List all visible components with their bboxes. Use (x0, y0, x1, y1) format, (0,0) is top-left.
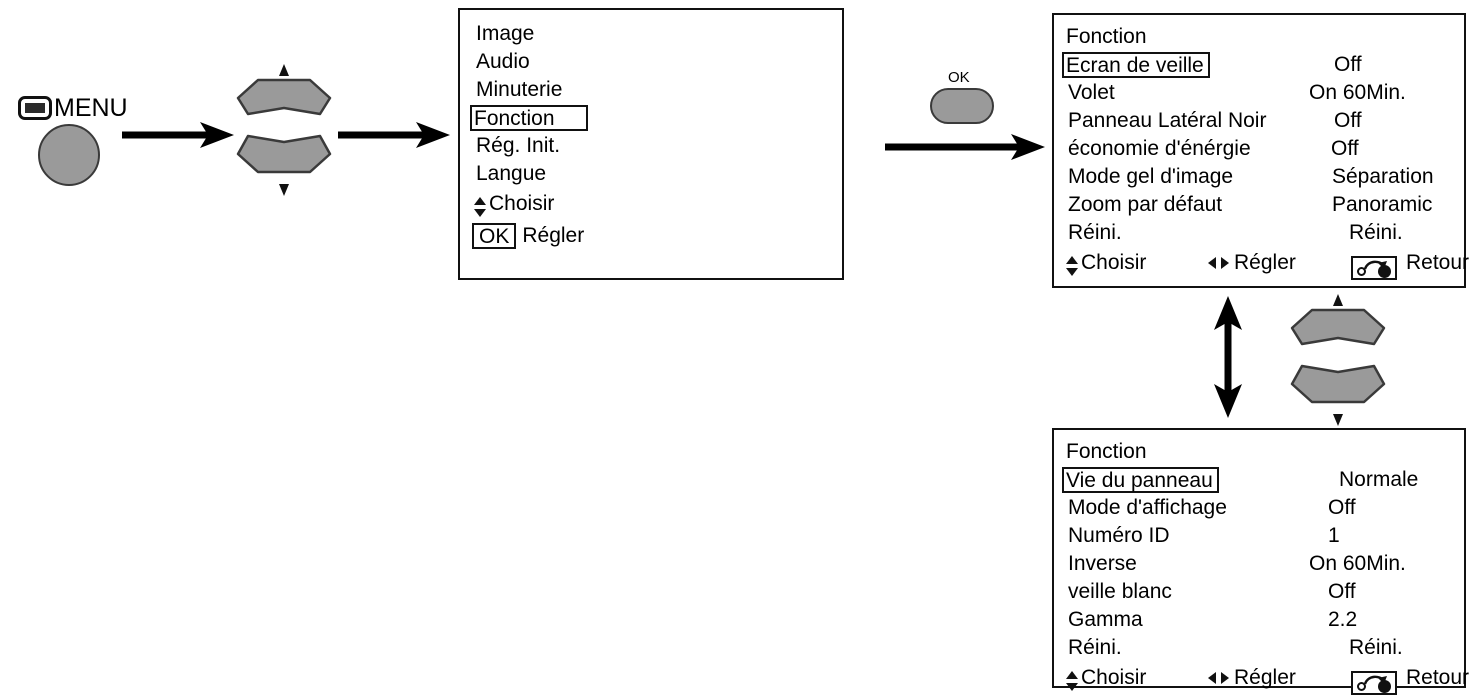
main-menu-item-5[interactable]: Langue (474, 160, 834, 188)
left-right-arrow-icon (1208, 672, 1229, 684)
fonction1-hint-row: Choisir Régler Retour (1066, 247, 1469, 280)
fonction1-row-value: Panoramic (1332, 193, 1433, 216)
fonction2-row-label: veille blanc (1068, 580, 1172, 603)
fonction1-row-3[interactable]: économie d'énérgie Off (1066, 135, 1456, 163)
main-menu-item-label: Rég. Init. (476, 134, 561, 157)
fonction1-row-label: Volet (1068, 81, 1115, 104)
fonction2-row-6[interactable]: Réini. Réini. (1066, 634, 1456, 662)
hint-label-choisir: Choisir (489, 192, 555, 215)
rocker-down-icon (236, 134, 332, 174)
fonction1-row-4[interactable]: Mode gel d'image Séparation (1066, 163, 1456, 191)
fonction1-row-value: Off (1331, 137, 1359, 160)
fonction2-hint-row: Choisir Régler Retour (1066, 662, 1469, 695)
rocker-up-icon (236, 78, 332, 116)
osd-fonction-page-2: Fonction Vie du panneau Normale Mode d'a… (1052, 428, 1469, 695)
fonction1-row-label: Panneau Latéral Noir (1068, 109, 1267, 132)
fonction2-row-4[interactable]: veille blanc Off (1066, 578, 1456, 606)
hint-label-regler: Régler (1234, 251, 1296, 274)
main-menu-item-3-selected[interactable]: Fonction (470, 104, 834, 132)
fonction2-row-label: Mode d'affichage (1068, 496, 1227, 519)
fonction1-row-6[interactable]: Réini. Réini. (1066, 219, 1456, 247)
fonction2-row-value: 2.2 (1328, 608, 1358, 631)
fonction1-row-value: Séparation (1332, 165, 1434, 188)
fonction2-row-value: Off (1328, 580, 1356, 603)
menu-round-button[interactable] (38, 124, 100, 186)
rocker-buttons-2[interactable] (1282, 292, 1394, 432)
fonction2-row-label: Gamma (1068, 608, 1143, 631)
fonction2-row-label: Inverse (1068, 552, 1137, 575)
fonction2-row-label: Numéro ID (1068, 524, 1170, 547)
fonction2-selected-label: Vie du panneau (1062, 467, 1219, 493)
fonction2-row-1[interactable]: Mode d'affichage Off (1066, 494, 1456, 522)
main-menu-item-label: Image (476, 22, 535, 45)
fonction2-row-label: Réini. (1068, 636, 1122, 659)
ok-pill-icon[interactable] (930, 88, 994, 124)
fonction2-row-value: Normale (1339, 468, 1419, 491)
main-menu-hint-row-2: OK Régler (472, 220, 834, 252)
hint-label-choisir: Choisir (1081, 251, 1147, 274)
arrow-right-icon-3 (885, 132, 1045, 167)
fonction1-row-value: Off (1334, 53, 1362, 76)
up-down-arrow-icon (1066, 671, 1078, 691)
fonction2-row-2[interactable]: Numéro ID 1 (1066, 522, 1456, 550)
fonction1-row-label: économie d'énérgie (1068, 137, 1251, 160)
fonction2-row-0[interactable]: Vie du panneau Normale (1062, 466, 1456, 494)
ok-key-label: OK (948, 69, 970, 86)
rocker-buttons-1[interactable] (228, 62, 340, 202)
arrow-up-down-icon (1208, 296, 1248, 423)
main-menu-item-4[interactable]: Rég. Init. (474, 132, 834, 160)
hint-label-retour: Retour (1406, 251, 1470, 274)
fonction1-row-0[interactable]: Ecran de veille Off (1062, 51, 1456, 79)
fonction1-row-label: Zoom par défaut (1068, 193, 1223, 216)
osd-title: Fonction (1066, 25, 1147, 48)
fonction2-row-3[interactable]: Inverse On 60Min. (1066, 550, 1456, 578)
hint-label-regler: Régler (1234, 666, 1296, 689)
osd-fonction-page-1: Fonction Ecran de veille Off Volet On 60… (1052, 13, 1469, 288)
fonction1-row-value: On 60Min. (1309, 81, 1406, 104)
main-menu-item-1[interactable]: Audio (474, 48, 834, 76)
ok-box-icon: OK (472, 223, 517, 249)
osd-title: Fonction (1066, 440, 1147, 463)
menu-key-label: MENU (54, 94, 128, 122)
hint-label-retour: Retour (1406, 666, 1470, 689)
rocker-up-icon (1290, 308, 1386, 346)
osd-main-menu: Image Audio Minuterie Fonction Rég. Init… (458, 8, 844, 280)
arrow-right-icon-1 (122, 120, 234, 155)
hint-label-choisir: Choisir (1081, 666, 1147, 689)
fonction1-row-label: Réini. (1068, 221, 1122, 244)
fonction2-row-value: 1 (1328, 524, 1340, 547)
main-menu-item-label: Minuterie (476, 78, 563, 101)
main-menu-selected-label: Fonction (470, 105, 588, 131)
fonction1-row-2[interactable]: Panneau Latéral Noir Off (1066, 107, 1456, 135)
left-right-arrow-icon (1208, 257, 1229, 269)
fonction1-row-5[interactable]: Zoom par défaut Panoramic (1066, 191, 1456, 219)
fonction1-row-label: Mode gel d'image (1068, 165, 1234, 188)
rocker-down-icon (1290, 364, 1386, 404)
fonction1-row-value: Off (1334, 109, 1362, 132)
up-down-arrow-icon (474, 197, 486, 217)
retour-icon (1351, 671, 1397, 695)
main-menu-item-2[interactable]: Minuterie (474, 76, 834, 104)
fonction1-row-value: Réini. (1349, 221, 1403, 244)
fonction1-selected-label: Ecran de veille (1062, 52, 1210, 78)
main-menu-item-0[interactable]: Image (474, 20, 834, 48)
retour-icon (1351, 256, 1397, 280)
fonction1-row-1[interactable]: Volet On 60Min. (1066, 79, 1456, 107)
main-menu-item-label: Langue (476, 162, 547, 185)
up-down-arrow-icon (1066, 256, 1078, 276)
arrow-right-icon-2 (338, 120, 450, 155)
fonction2-row-value: Réini. (1349, 636, 1403, 659)
main-menu-item-label: Audio (476, 50, 530, 73)
hint-label-regler: Régler (522, 224, 585, 247)
fonction2-row-value: On 60Min. (1309, 552, 1406, 575)
main-menu-hint-row-1: Choisir (474, 188, 834, 220)
fonction2-row-5[interactable]: Gamma 2.2 (1066, 606, 1456, 634)
menu-badge-icon (18, 96, 52, 120)
fonction2-row-value: Off (1328, 496, 1356, 519)
